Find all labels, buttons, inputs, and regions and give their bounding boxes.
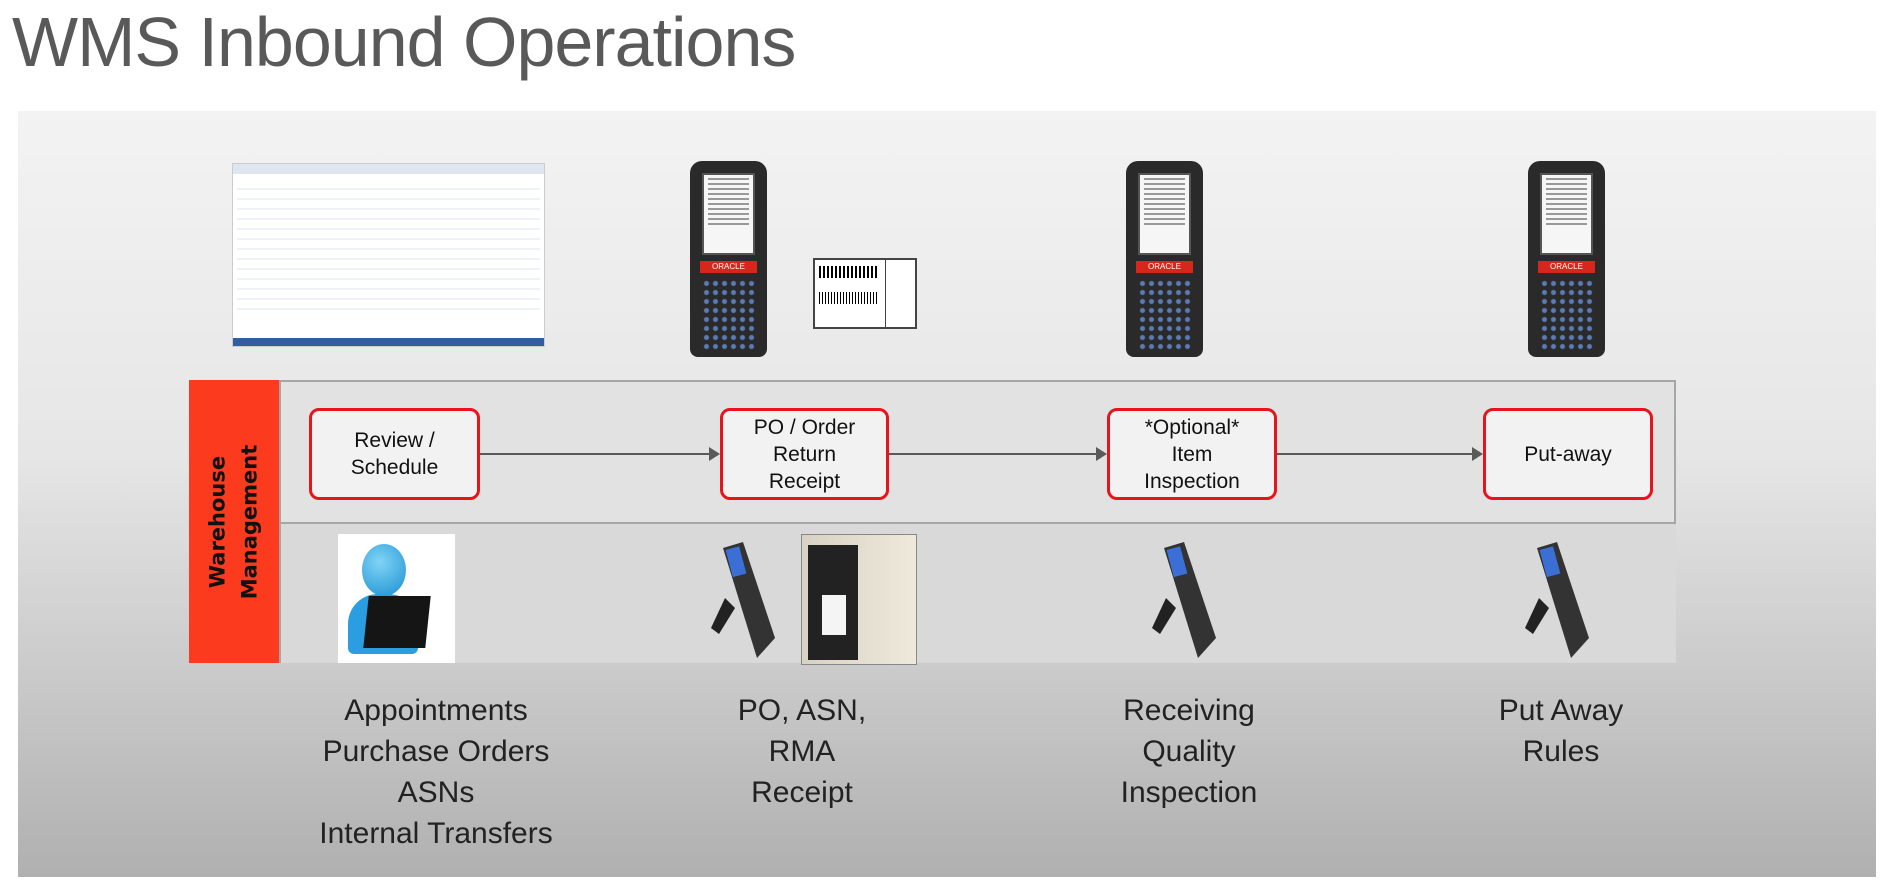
caption-line: RMA: [768, 735, 836, 768]
warehouse-management-label: Warehouse Management: [189, 380, 281, 663]
oracle-logo: ORACLE: [700, 261, 757, 273]
caption-line: Internal Transfers: [319, 817, 553, 850]
page-title: WMS Inbound Operations: [12, 3, 796, 81]
step-label: Inspection: [1144, 469, 1240, 493]
flow-arrow: [480, 447, 720, 461]
step-label: Review /: [354, 429, 435, 452]
step-label: Put-away: [1524, 442, 1612, 466]
step-label: PO / Order: [753, 415, 856, 439]
caption-line: Inspection: [1120, 776, 1258, 809]
step-label: Item: [1171, 442, 1213, 466]
step-label: Receipt: [768, 469, 841, 493]
caption-line: Rules: [1522, 735, 1600, 768]
handheld-device-image: ORACLE: [1528, 161, 1605, 357]
handheld-device-image: ORACLE: [690, 161, 767, 357]
step-put-away: Put-away: [1483, 408, 1653, 500]
handheld-device-image: ORACLE: [1126, 161, 1203, 357]
user-computer-icon: [338, 534, 455, 663]
scanner-icon: [1525, 542, 1589, 658]
caption-line: Put Away: [1498, 694, 1624, 727]
caption-line: Quality: [1142, 735, 1236, 768]
caption-receipt: PO, ASN, RMA Receipt: [642, 690, 962, 813]
caption-line: Purchase Orders: [322, 735, 550, 768]
caption-line: Receipt: [751, 776, 853, 809]
caption-line: PO, ASN,: [737, 694, 867, 727]
caption-line: ASNs: [397, 776, 475, 809]
barcode-label-image: [813, 258, 917, 329]
caption-line: Appointments: [344, 694, 528, 727]
row-divider: [281, 522, 1676, 524]
scanner-icon: [711, 542, 775, 658]
oracle-logo: ORACLE: [1136, 261, 1193, 273]
device-row: [281, 524, 1676, 663]
step-review-schedule: Review / Schedule: [309, 408, 480, 500]
step-label: Return: [772, 442, 837, 466]
sidebar-line: Management: [237, 444, 261, 599]
sidebar-line: Warehouse: [205, 455, 230, 588]
scanner-icon: [1152, 542, 1216, 658]
caption-line: Receiving: [1123, 694, 1255, 727]
step-label: *Optional*: [1144, 415, 1240, 439]
wms-screenshot-image: [232, 163, 545, 347]
oracle-logo: ORACLE: [1538, 261, 1595, 273]
step-label: Schedule: [350, 456, 439, 479]
flow-arrow: [889, 447, 1107, 461]
label-printer-image: [801, 534, 917, 665]
flow-arrow: [1277, 447, 1483, 461]
